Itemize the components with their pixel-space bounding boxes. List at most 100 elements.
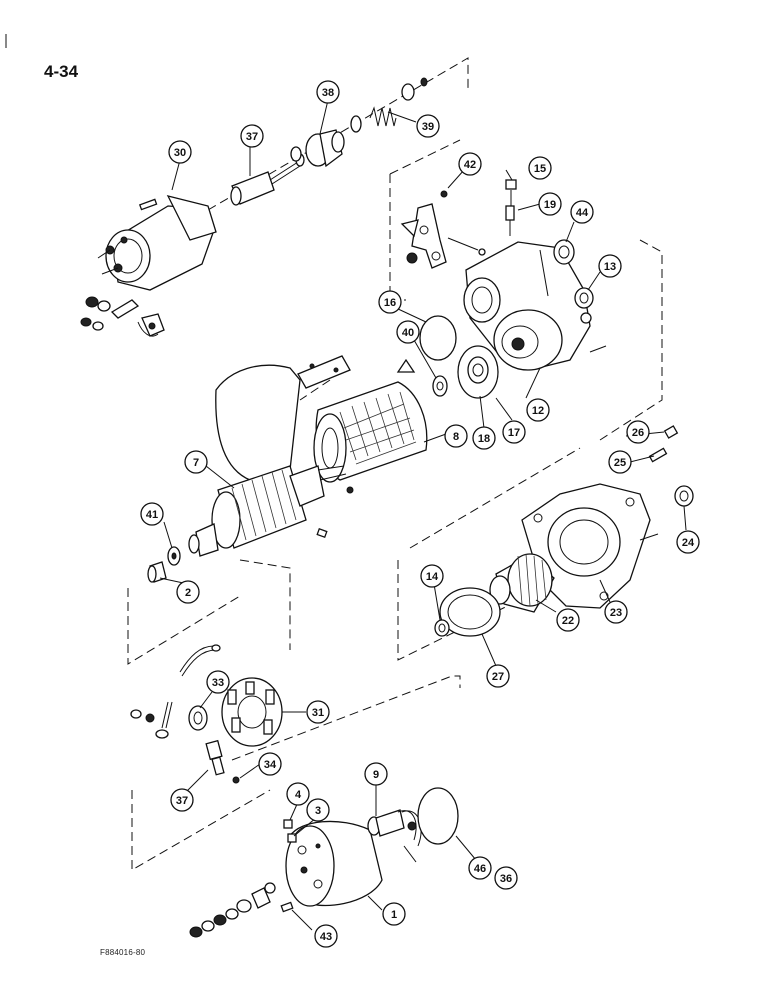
svg-text:16: 16 (384, 297, 396, 309)
callout-41: 41 (140, 502, 164, 526)
svg-text:36: 36 (500, 873, 512, 885)
svg-text:30: 30 (174, 147, 186, 159)
callout-17: 17 (502, 420, 526, 444)
washer-41 (167, 546, 181, 566)
oring-16 (419, 315, 457, 361)
drive-housing-12 (463, 241, 607, 371)
callout-33: 33 (206, 670, 230, 694)
washer-17-18 (457, 345, 499, 399)
svg-text:41: 41 (146, 509, 158, 521)
brush-holder-31 (221, 677, 283, 747)
callout-24: 24 (676, 530, 700, 554)
svg-text:38: 38 (322, 87, 334, 99)
callout-4: 4 (286, 782, 310, 806)
svg-text:22: 22 (562, 615, 574, 627)
callout-37: 37 (240, 124, 264, 148)
callout-36: 36 (494, 866, 518, 890)
callout-43: 43 (314, 924, 338, 948)
callout-14: 14 (420, 564, 444, 588)
svg-text:13: 13 (604, 261, 616, 273)
svg-text:44: 44 (576, 207, 589, 219)
svg-text:12: 12 (532, 405, 544, 417)
pin-25 (648, 447, 668, 463)
svg-text:15: 15 (534, 163, 546, 175)
callout-15: 15 (528, 156, 552, 180)
callout-13: 13 (598, 254, 622, 278)
callout-42: 42 (458, 152, 482, 176)
callout-8: 8 (444, 424, 468, 448)
callout-7: 7 (184, 450, 208, 474)
armature-7 (188, 465, 347, 557)
screw-34 (232, 776, 240, 784)
brush-leads (130, 644, 221, 739)
svg-text:42: 42 (464, 159, 476, 171)
svg-text:37: 37 (246, 131, 258, 143)
oring-36 (417, 787, 459, 845)
svg-text:8: 8 (453, 431, 459, 443)
bushing-13 (574, 287, 594, 309)
shift-lever-42 (400, 190, 486, 269)
washer-40 (432, 375, 448, 397)
svg-text:2: 2 (185, 587, 191, 599)
svg-text:27: 27 (492, 671, 504, 683)
svg-text:17: 17 (508, 427, 520, 439)
callout-3: 3 (306, 798, 330, 822)
callout-12: 12 (526, 398, 550, 422)
seal-44 (553, 239, 575, 265)
callout-16: 16 (378, 290, 402, 314)
svg-text:3: 3 (315, 805, 321, 817)
drive-end-housing-23 (521, 483, 659, 609)
svg-text:24: 24 (682, 537, 695, 549)
terminal-hardware-43 (189, 882, 294, 938)
bushing-2 (147, 561, 167, 583)
svg-text:34: 34 (264, 759, 277, 771)
callout-1: 1 (382, 902, 406, 926)
callout-bubbles: 30 37 38 39 42 15 19 44 13 16 40 12 17 1… (140, 80, 700, 948)
callout-22: 22 (556, 608, 580, 632)
callout-31: 31 (306, 700, 330, 724)
callout-37-lower: 37 (170, 788, 194, 812)
svg-text:9: 9 (373, 769, 379, 781)
svg-text:18: 18 (478, 433, 490, 445)
svg-text:46: 46 (474, 863, 486, 875)
svg-text:19: 19 (544, 199, 556, 211)
plunger-38 (290, 129, 345, 168)
svg-text:7: 7 (193, 457, 199, 469)
callout-9: 9 (364, 762, 388, 786)
svg-text:14: 14 (426, 571, 439, 583)
brush-37 (205, 739, 225, 776)
page-number: 4-34 (44, 62, 79, 81)
alignment-triangle (396, 358, 416, 373)
callout-23: 23 (604, 600, 628, 624)
svg-text:26: 26 (632, 427, 644, 439)
svg-text:1: 1 (391, 909, 397, 921)
svg-text:33: 33 (212, 677, 224, 689)
callout-18: 18 (472, 426, 496, 450)
callout-26: 26 (626, 420, 650, 444)
gasket-27 (439, 587, 501, 637)
callout-30: 30 (168, 140, 192, 164)
callout-40: 40 (396, 320, 420, 344)
svg-text:39: 39 (422, 121, 434, 133)
washer-14 (434, 619, 450, 637)
leader-lines (159, 99, 687, 931)
callout-34: 34 (258, 752, 282, 776)
callout-2: 2 (176, 580, 200, 604)
callout-19: 19 (538, 192, 562, 216)
brush-spring-33 (188, 705, 208, 731)
solenoid-30 (97, 195, 217, 291)
svg-text:23: 23 (610, 607, 622, 619)
callout-44: 44 (570, 200, 594, 224)
plunger-37 (230, 153, 305, 206)
callout-46: 46 (468, 856, 492, 880)
svg-text:43: 43 (320, 931, 332, 943)
pin-26 (663, 425, 679, 439)
bushing-24 (674, 485, 694, 507)
svg-text:25: 25 (614, 457, 626, 469)
commutator-end-frame-1 (285, 820, 383, 907)
spring-39 (350, 77, 428, 133)
svg-text:31: 31 (312, 707, 324, 719)
pin-15-19 (505, 179, 517, 236)
shaft-9 (367, 809, 422, 863)
